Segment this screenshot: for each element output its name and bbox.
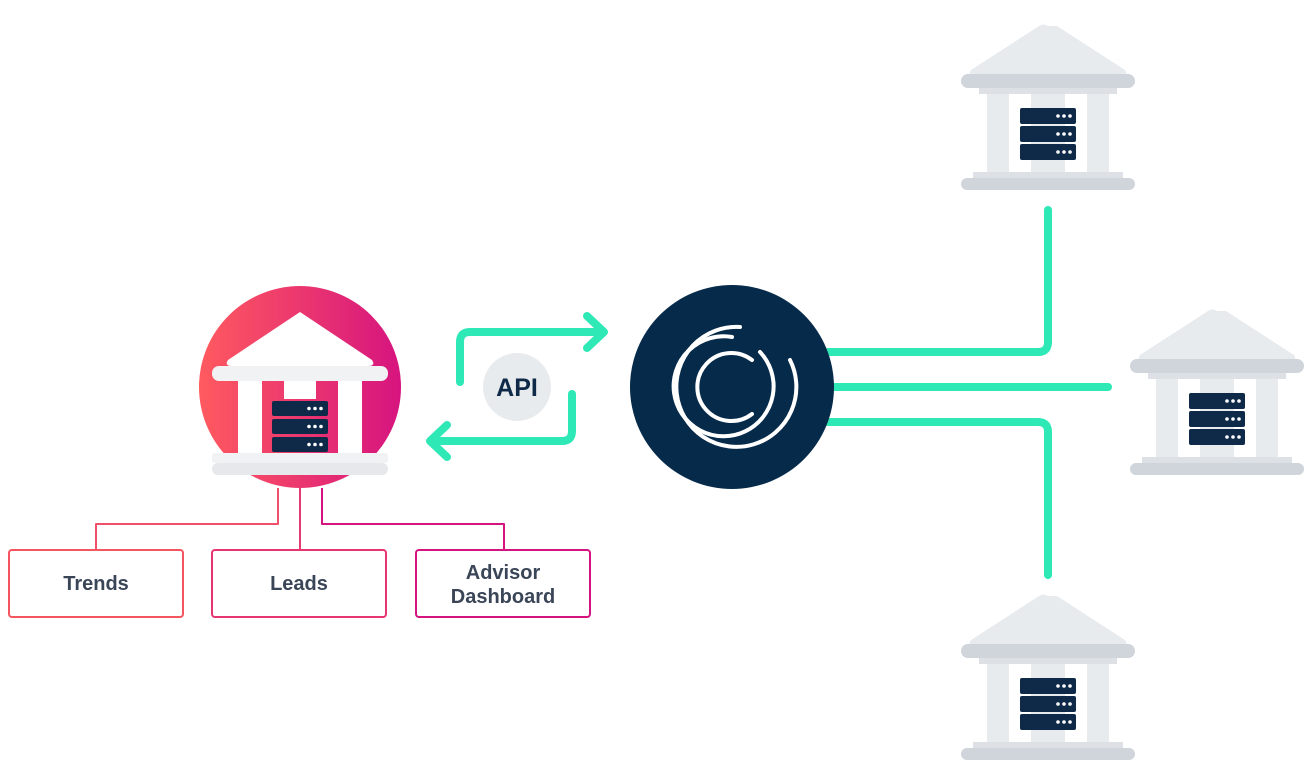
output-connectors [95,488,505,550]
output-box-leads: Leads [211,549,387,618]
connector-bottom-bank [824,418,1052,579]
partner-bank-top-icon [961,24,1135,190]
api-exchange-arrows-icon [426,312,608,461]
output-box-trends: Trends [8,549,184,618]
hub-logo-icon [630,285,834,489]
api-badge [483,353,551,421]
api-label: API [496,374,538,402]
output-label-advisor: Advisor [466,562,541,584]
partner-bank-middle-icon [1130,309,1304,475]
output-label-dashboard: Dashboard [451,586,555,608]
connector-top-bank [824,206,1052,356]
output-label-leads: Leads [270,573,328,595]
output-label-trends: Trends [63,573,129,595]
primary-bank-icon [199,286,401,488]
output-box-advisor-dashboard: Advisor Dashboard [415,549,591,618]
partner-connectors [824,206,1112,579]
partner-bank-bottom-icon [961,594,1135,760]
